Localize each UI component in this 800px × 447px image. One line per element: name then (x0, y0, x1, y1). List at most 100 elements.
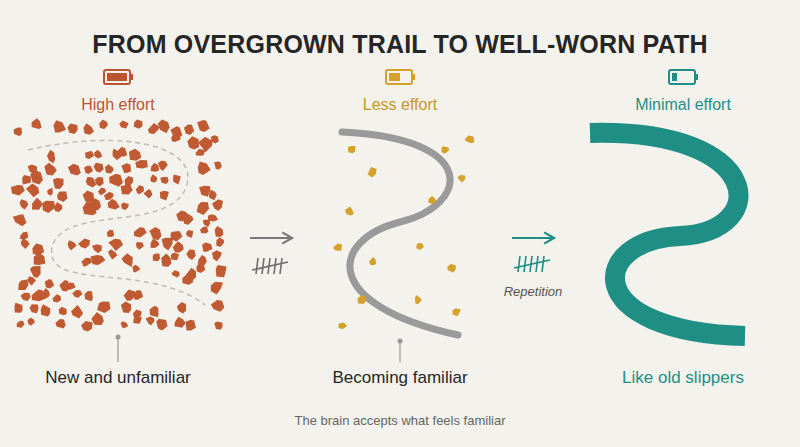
tally-stroke (262, 258, 264, 274)
battery-icon (669, 70, 698, 84)
flow-arrow (512, 237, 554, 239)
rock (59, 307, 67, 316)
rock (186, 230, 193, 238)
worn-path (590, 133, 745, 336)
rock (54, 202, 62, 212)
rock (15, 303, 23, 313)
rock (214, 322, 222, 330)
rock (30, 169, 43, 184)
rock (104, 192, 114, 200)
rock (160, 191, 169, 201)
rock-cluster (11, 118, 227, 331)
tally-stroke (274, 258, 276, 274)
flow-arrow (250, 237, 292, 239)
rock (212, 250, 222, 261)
rock (53, 178, 64, 189)
rock (465, 135, 475, 143)
rock (86, 177, 97, 188)
rock-cluster (333, 135, 474, 329)
rock (133, 317, 142, 324)
rock (333, 244, 342, 252)
tally-stroke (536, 256, 538, 272)
rock (42, 288, 50, 298)
caption: The brain accepts what feels familiar (295, 414, 506, 429)
rock (134, 120, 143, 129)
tally-marks (514, 256, 550, 272)
rock (44, 163, 57, 176)
rock (183, 212, 194, 224)
rock (173, 241, 184, 252)
rock (453, 308, 461, 316)
rock (215, 226, 224, 237)
path-line (342, 132, 458, 335)
rock (196, 149, 206, 156)
rock (186, 250, 195, 260)
rock (98, 188, 106, 196)
rock (78, 239, 90, 249)
rock (45, 279, 55, 288)
rock (68, 164, 81, 176)
dashed-trail (28, 140, 205, 305)
rock (121, 302, 131, 313)
rock (198, 161, 211, 175)
rock (108, 199, 120, 210)
rock (117, 147, 127, 157)
rock (149, 227, 161, 240)
rock (122, 253, 133, 267)
rock (150, 306, 159, 318)
rock (160, 177, 168, 184)
rock (17, 321, 25, 328)
rock (357, 296, 366, 304)
rock (151, 239, 160, 249)
rock (121, 202, 129, 210)
rock (34, 253, 46, 265)
rock (41, 304, 50, 316)
rock (91, 312, 104, 325)
rock (85, 151, 94, 159)
rock (187, 136, 199, 149)
rock (91, 199, 101, 211)
rock (107, 230, 114, 237)
tally-stroke (524, 256, 526, 272)
rock (14, 128, 23, 137)
rock (441, 146, 449, 153)
rock (211, 282, 223, 295)
battery-icon (386, 70, 415, 84)
rock (197, 202, 209, 215)
rock (30, 304, 39, 313)
rock (182, 273, 193, 285)
tally-stroke (256, 258, 258, 274)
rock (211, 135, 219, 143)
rock (94, 163, 104, 173)
rock (47, 188, 53, 196)
leader-line (116, 335, 121, 363)
rock (57, 192, 68, 203)
rock (81, 321, 93, 332)
rock (186, 320, 196, 331)
rock (83, 123, 94, 134)
rock (27, 318, 35, 326)
rock (158, 119, 170, 133)
rock (68, 240, 77, 250)
rock (158, 161, 168, 171)
rock (135, 160, 148, 169)
rock (11, 185, 25, 195)
rock (148, 123, 160, 134)
rock (20, 199, 29, 209)
rock (108, 239, 123, 251)
rock (22, 175, 31, 184)
rock (47, 150, 55, 164)
tally-stroke (518, 256, 520, 272)
rock (161, 253, 171, 266)
rock (136, 242, 144, 250)
tally-stroke (514, 260, 550, 268)
rock (200, 226, 208, 233)
rock (121, 321, 129, 328)
rock (368, 167, 377, 177)
rock (153, 254, 160, 262)
rock (67, 123, 77, 133)
rock (26, 184, 39, 198)
rock (129, 149, 141, 161)
effort-label: High effort (81, 96, 155, 114)
tally-stroke (542, 256, 544, 272)
